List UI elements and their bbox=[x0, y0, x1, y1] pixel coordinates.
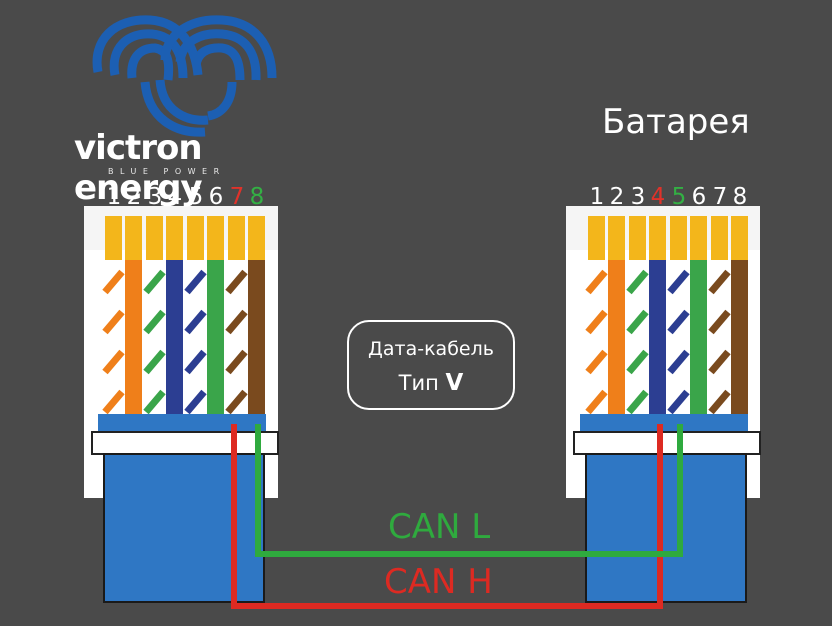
cable-type-box: Дата-кабель Тип V bbox=[347, 320, 515, 410]
battery-label: Батарея bbox=[602, 102, 750, 142]
left-rj45-connector bbox=[84, 206, 279, 603]
can-h-label: CAN H bbox=[384, 562, 493, 602]
left-wires bbox=[102, 260, 265, 416]
cable-type: Тип V bbox=[349, 370, 513, 396]
left-pin-number: 3 bbox=[147, 184, 163, 210]
left-pin-number: 5 bbox=[188, 184, 204, 210]
left-connector-boot bbox=[103, 453, 265, 603]
right-connector-latch bbox=[573, 431, 761, 455]
left-pin-contacts bbox=[105, 216, 265, 260]
left-pin-number: 2 bbox=[126, 184, 142, 210]
right-pin-number: 2 bbox=[609, 184, 625, 210]
can-l-label: CAN L bbox=[388, 507, 491, 547]
cable-type-letter: V bbox=[445, 370, 464, 396]
can-l-wire bbox=[255, 424, 683, 557]
right-rj45-connector bbox=[566, 206, 761, 603]
left-pin-number: 4 bbox=[167, 184, 183, 210]
logo-wordmark: victron energy bbox=[74, 128, 203, 208]
right-wires bbox=[585, 260, 748, 416]
right-pin-contacts bbox=[588, 216, 748, 260]
can-h-wire bbox=[231, 424, 663, 609]
left-pin-number-can-l: 8 bbox=[249, 184, 265, 210]
logo-tagline: BLUE POWER bbox=[108, 167, 226, 176]
right-pin-number: 7 bbox=[712, 184, 728, 210]
victron-logo-icon bbox=[92, 15, 277, 137]
right-pin-number: 1 bbox=[589, 184, 605, 210]
left-pin-number: 1 bbox=[106, 184, 122, 210]
right-pin-number: 6 bbox=[691, 184, 707, 210]
right-connector-boot bbox=[585, 453, 747, 603]
right-pin-number: 8 bbox=[732, 184, 748, 210]
right-pin-number-can-l: 5 bbox=[671, 184, 687, 210]
cable-name: Дата-кабель bbox=[368, 338, 494, 360]
left-connector-latch bbox=[91, 431, 279, 455]
right-pin-number: 3 bbox=[630, 184, 646, 210]
left-pin-number-can-h: 7 bbox=[229, 184, 245, 210]
right-pin-number-can-h: 4 bbox=[650, 184, 666, 210]
cable-type-prefix: Тип bbox=[398, 371, 446, 395]
left-pin-number: 6 bbox=[208, 184, 224, 210]
